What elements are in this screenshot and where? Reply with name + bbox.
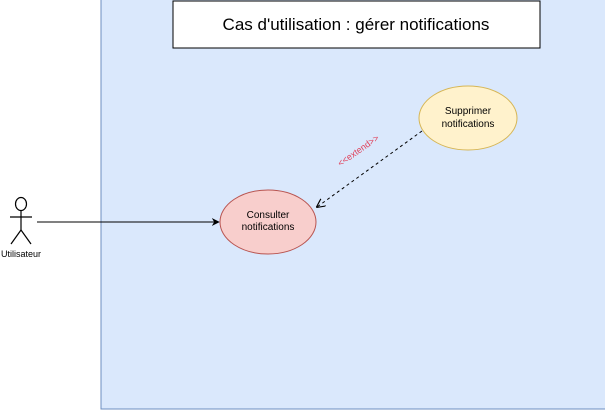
use-case-consult: Consulter notifications [219, 189, 317, 255]
actor-head [14, 196, 28, 212]
actor-label: Utilisateur [1, 249, 41, 259]
use-case-delete: Supprimer notifications [418, 85, 518, 151]
diagram-title: Cas d'utilisation : gérer notifications [223, 15, 490, 34]
use-case-consult-line2: notifications [242, 222, 295, 233]
actor-left-leg [10, 229, 22, 245]
use-case-consult-line1: Consulter [247, 210, 290, 221]
actor-user [10, 196, 32, 245]
use-case-delete-line2: notifications [442, 119, 495, 130]
extend-arrow [317, 130, 423, 207]
system-boundary [100, 0, 605, 410]
title-box: Cas d'utilisation : gérer notifications [172, 0, 541, 49]
use-case-delete-line1: Supprimer [445, 106, 492, 117]
actor-right-leg [20, 229, 32, 245]
